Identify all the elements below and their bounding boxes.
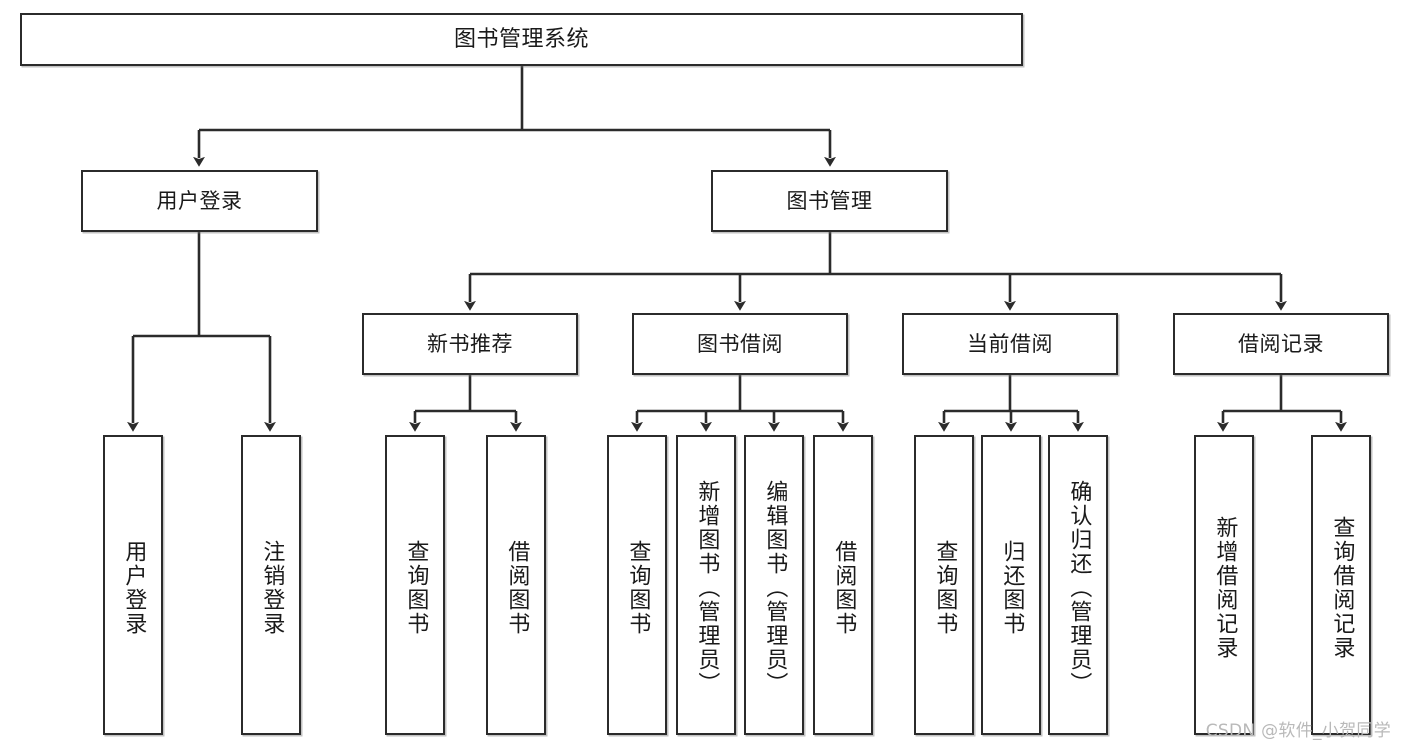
leaf-borrow-book-2-label: 借阅图书: [831, 540, 857, 636]
leaf-query-book-1[interactable]: 查询图书: [385, 435, 445, 735]
leaf-user-login-label: 用户登录: [121, 540, 147, 636]
leaf-logout-login-label: 注销登录: [259, 540, 285, 636]
leaf-add-book[interactable]: 新增图书（管理员）: [676, 435, 736, 735]
leaf-query-book-2[interactable]: 查询图书: [607, 435, 667, 735]
csdn-watermark: CSDN @软件_小贺同学: [1205, 721, 1391, 741]
leaf-query-book-3[interactable]: 查询图书: [914, 435, 974, 735]
leaf-query-book-3-label: 查询图书: [932, 540, 958, 636]
leaf-add-record[interactable]: 新增借阅记录: [1194, 435, 1254, 735]
node-new-book-recommend-label: 新书推荐: [427, 331, 513, 356]
leaf-borrow-book-1[interactable]: 借阅图书: [486, 435, 546, 735]
node-book-borrow[interactable]: 图书借阅: [632, 313, 848, 375]
leaf-logout-login[interactable]: 注销登录: [241, 435, 301, 735]
leaf-query-book-1-label: 查询图书: [403, 540, 429, 636]
leaf-edit-book-label: 编辑图书（管理员）: [762, 480, 788, 696]
leaf-confirm-return[interactable]: 确认归还（管理员）: [1048, 435, 1108, 735]
leaf-borrow-book-1-label: 借阅图书: [504, 540, 530, 636]
node-root[interactable]: 图书管理系统: [20, 13, 1023, 66]
node-root-label: 图书管理系统: [453, 26, 589, 52]
leaf-add-book-label: 新增图书（管理员）: [694, 480, 720, 696]
leaf-borrow-book-2[interactable]: 借阅图书: [813, 435, 873, 735]
leaf-query-record-label: 查询借阅记录: [1329, 516, 1355, 660]
node-book-manage-label: 图书管理: [786, 188, 873, 213]
node-user-login[interactable]: 用户登录: [81, 170, 318, 232]
leaf-query-book-2-label: 查询图书: [625, 540, 651, 636]
node-user-login-label: 用户登录: [156, 188, 243, 213]
node-current-borrow[interactable]: 当前借阅: [902, 313, 1118, 375]
leaf-edit-book[interactable]: 编辑图书（管理员）: [744, 435, 804, 735]
node-book-borrow-label: 图书借阅: [697, 331, 783, 356]
node-new-book-recommend[interactable]: 新书推荐: [362, 313, 578, 375]
node-current-borrow-label: 当前借阅: [967, 331, 1053, 356]
node-book-manage[interactable]: 图书管理: [711, 170, 948, 232]
leaf-query-record[interactable]: 查询借阅记录: [1311, 435, 1371, 735]
leaf-confirm-return-label: 确认归还（管理员）: [1066, 480, 1092, 696]
node-borrow-record-label: 借阅记录: [1238, 331, 1324, 356]
node-borrow-record[interactable]: 借阅记录: [1173, 313, 1389, 375]
leaf-return-book-label: 归还图书: [999, 540, 1025, 636]
leaf-return-book[interactable]: 归还图书: [981, 435, 1041, 735]
leaf-add-record-label: 新增借阅记录: [1212, 516, 1238, 660]
leaf-user-login[interactable]: 用户登录: [103, 435, 163, 735]
